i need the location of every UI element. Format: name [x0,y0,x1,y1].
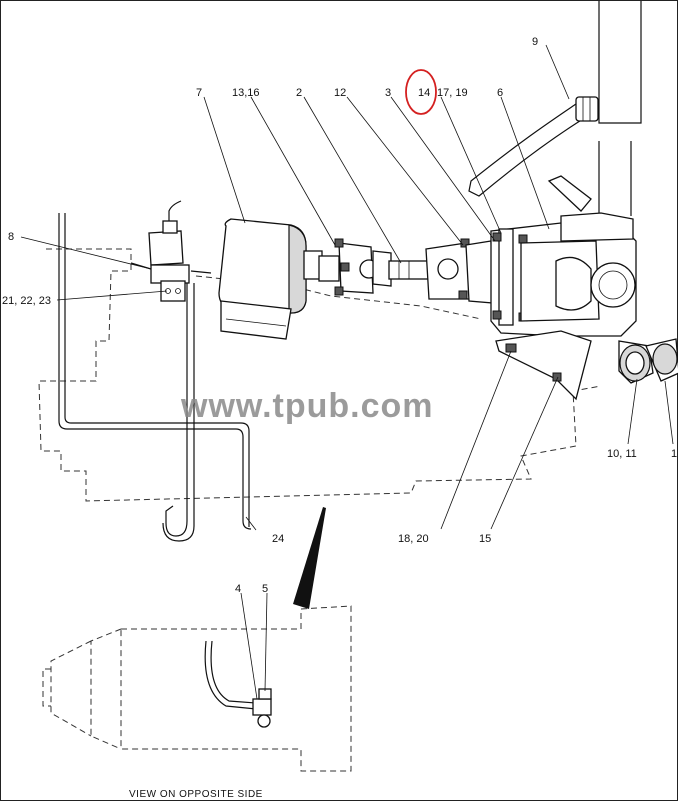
valve-8 [130,200,190,302]
callout-14: 14 [418,87,430,99]
bracket-15 [495,330,592,401]
callout-10-11: 10, 11 [607,448,637,460]
hose-9 [468,103,584,197]
callout-18-20: 18, 20 [398,533,429,545]
bracket-bolt [505,343,517,353]
callout-24: 24 [272,533,284,545]
callout-8: 8 [8,231,14,243]
callout-6: 6 [497,87,503,99]
inset-caption: VIEW ON OPPOSITE SIDE [129,789,263,800]
leader-lines [20,44,674,700]
tube-left [58,213,252,530]
callout-21-22-23: 21, 22, 23 [2,295,51,307]
elbow-fittings [618,338,678,384]
callout-4: 4 [235,583,241,595]
motor-7 [218,218,323,340]
shaft-2 [388,260,430,280]
pump-6 [490,175,637,337]
callout-13-16: 13,16 [232,87,260,99]
coupling-12-3 [425,238,494,304]
callout-17-19: 17, 19 [437,87,468,99]
callout-12: 12 [334,87,346,99]
inset-view [42,605,352,772]
mast-lower [598,141,632,216]
bracket-bolt-2 [552,372,562,382]
coupling-13-16 [318,238,392,296]
callout-1: 1 [671,448,677,460]
tube-center [162,283,195,542]
callout-5: 5 [262,583,268,595]
callout-15: 15 [479,533,491,545]
callout-7: 7 [196,87,202,99]
watermark: www.tpub.com [180,387,434,425]
view-arrow [293,507,326,609]
tube-right [190,270,212,274]
highlight-circle [405,69,437,115]
hose-fitting-9 [575,96,599,122]
callout-9: 9 [532,36,538,48]
callout-2: 2 [296,87,302,99]
mast [598,1,642,124]
callout-3: 3 [385,87,391,99]
